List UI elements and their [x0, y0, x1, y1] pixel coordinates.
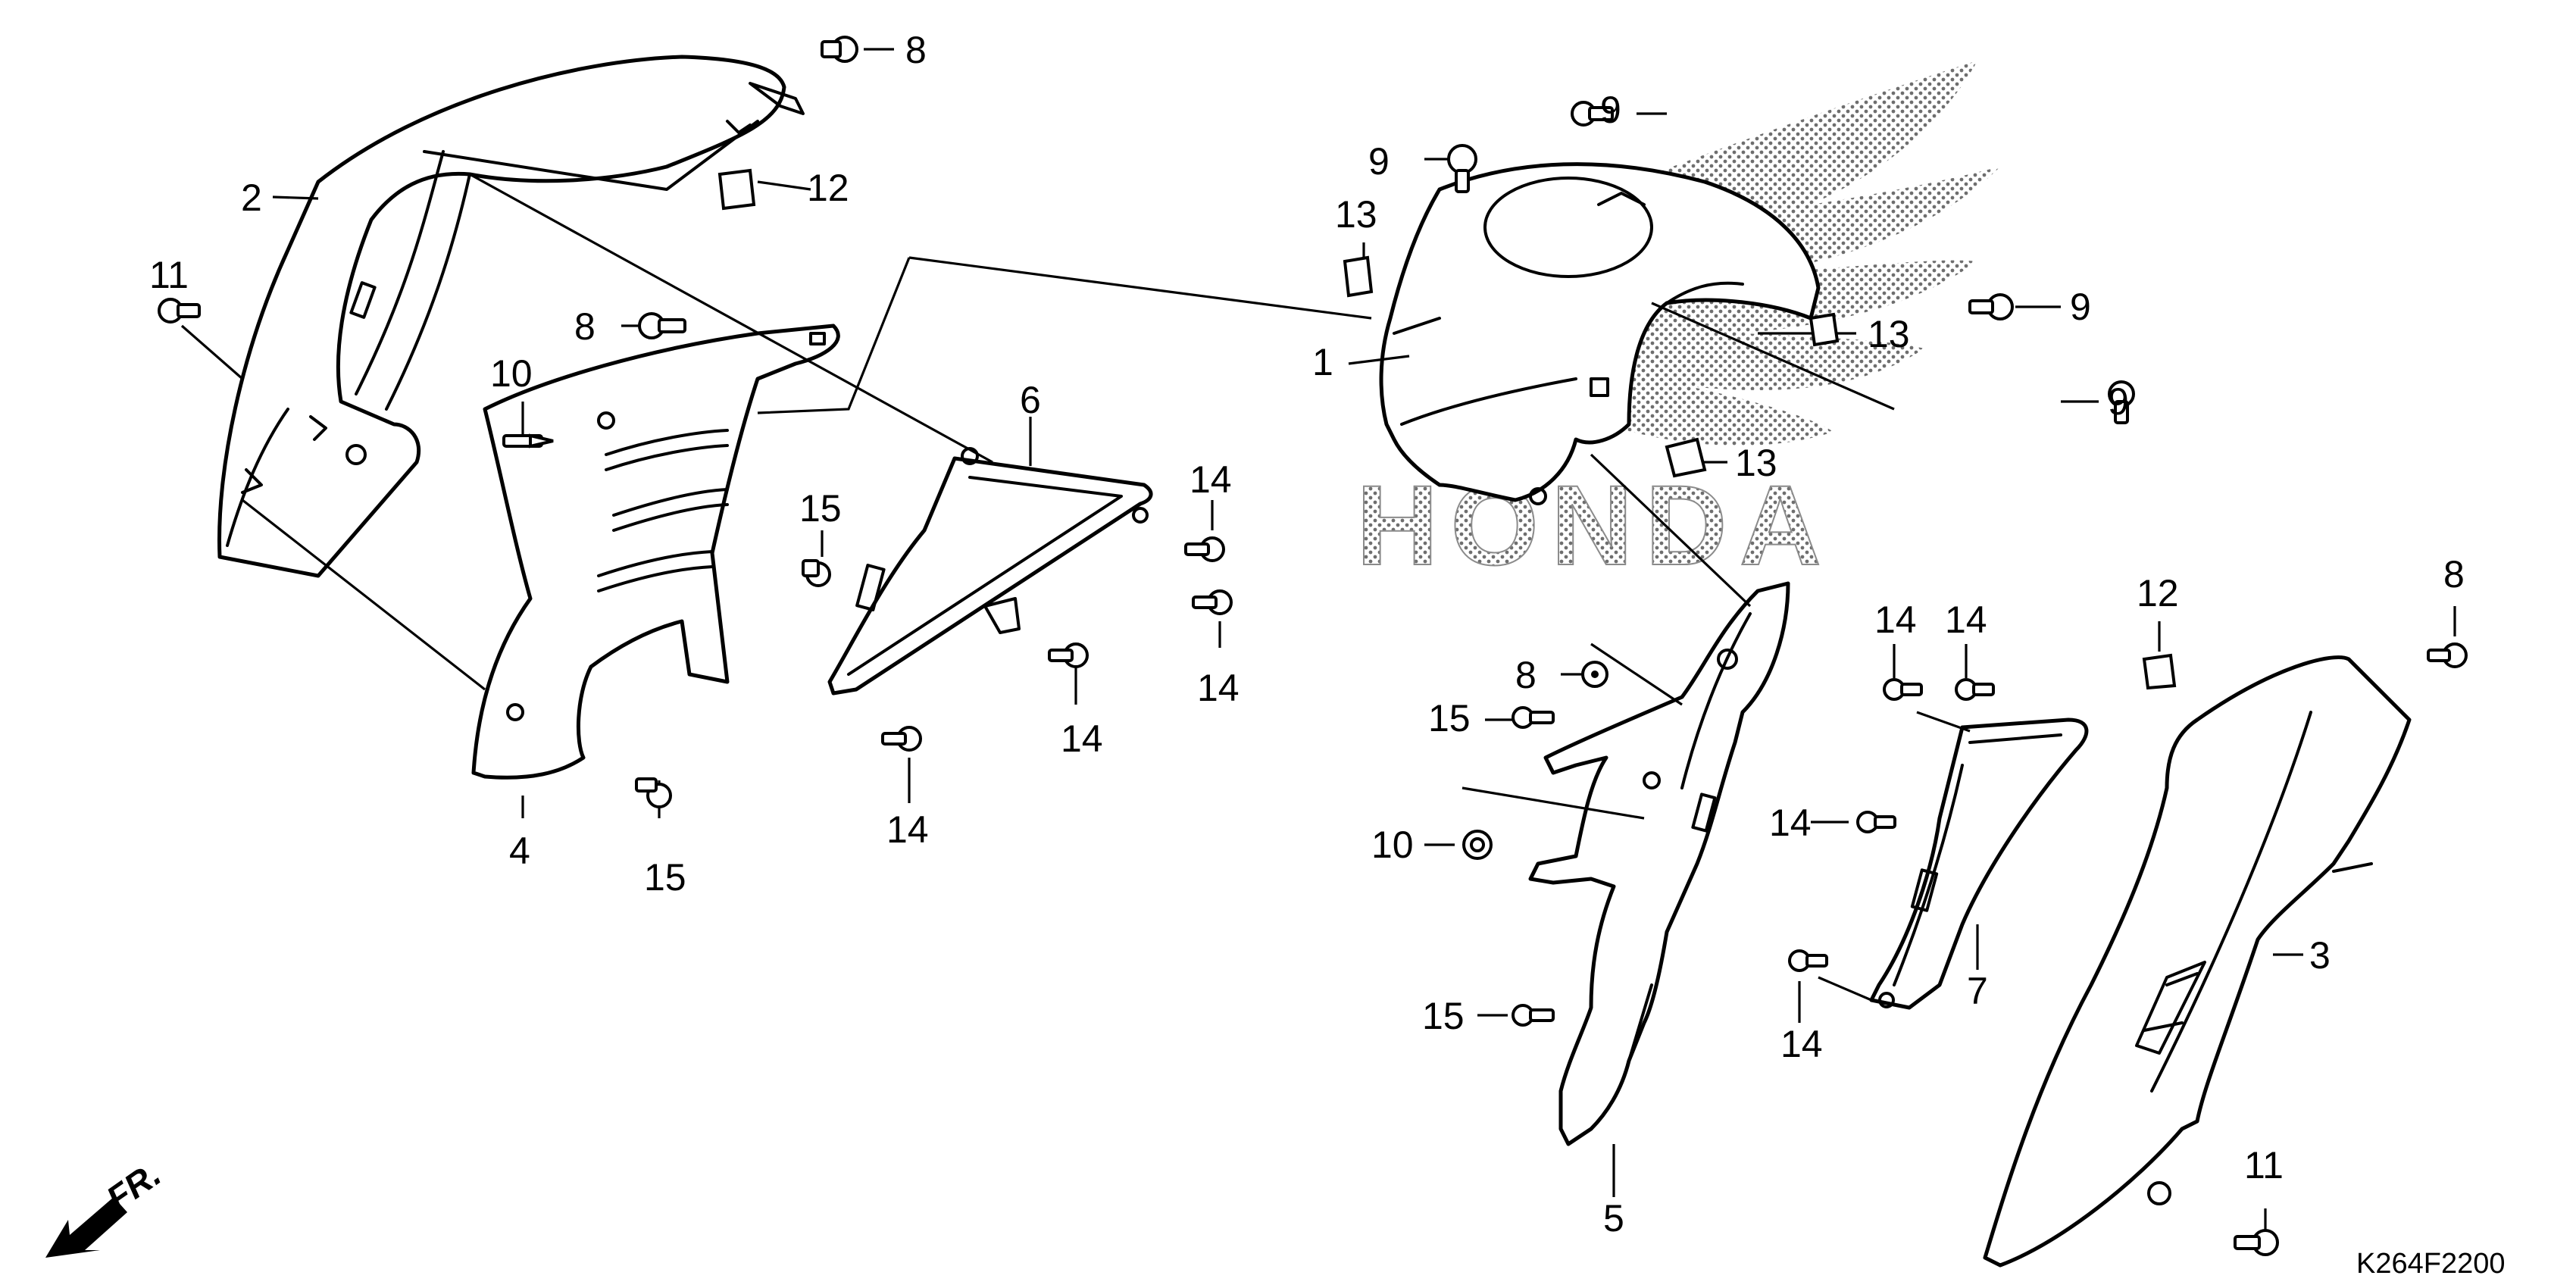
clip-13-c [1665, 437, 1707, 478]
part-7-bracket [1869, 717, 2089, 1010]
callout-11: 11 [149, 254, 189, 296]
callout-13: 13 [1335, 193, 1377, 236]
clip-12-a [717, 168, 756, 211]
callout-14: 14 [886, 808, 929, 851]
callout-14: 14 [1945, 599, 1987, 641]
part-2-front-cover [217, 55, 805, 578]
callout-14: 14 [1197, 667, 1240, 709]
clip-13-b [1809, 312, 1840, 347]
callout-2: 2 [241, 177, 262, 219]
bolt-14-d [881, 726, 922, 752]
callout-14: 14 [1061, 717, 1103, 760]
callout-9: 9 [2070, 286, 2091, 328]
callout-10: 10 [490, 352, 533, 395]
bolt-14-c [1048, 642, 1089, 668]
nut-10-b [1462, 830, 1493, 860]
bolt-15-b [635, 777, 672, 808]
bolt-14-e [1883, 678, 1923, 701]
callout-6: 6 [1020, 379, 1041, 421]
callout-10: 10 [1371, 824, 1414, 866]
callout-14: 14 [1769, 802, 1812, 844]
bolt-8-d [2427, 642, 2468, 668]
bolt-14-b [1192, 589, 1233, 615]
bolt-14-f [1955, 678, 1995, 701]
leader-lines [180, 48, 2456, 1231]
bolt-14-a [1184, 536, 1225, 562]
part-3-side-cover [1983, 655, 2412, 1268]
callout-5: 5 [1603, 1197, 1624, 1240]
callout-15: 15 [1422, 995, 1465, 1037]
clip-12-b [2142, 653, 2177, 690]
bolt-9-c [1968, 293, 2014, 320]
callout-8: 8 [2443, 553, 2465, 596]
front-direction-arrow: FR. [45, 1154, 167, 1258]
callout-15: 15 [644, 856, 686, 899]
bolt-14-g [1856, 811, 1896, 833]
clip-13-a [1343, 255, 1374, 298]
callout-15: 15 [799, 487, 842, 530]
bolt-14-h [1788, 949, 1828, 972]
nut-8-c [1581, 661, 1608, 688]
bolt-15-d [1512, 1004, 1555, 1027]
callout-15: 15 [1428, 697, 1471, 739]
diagram-code: K264F2200 [2356, 1248, 2506, 1280]
callout-9: 9 [1368, 140, 1390, 183]
part-1-tank-cover [1379, 162, 1821, 505]
bolt-11-b [2234, 1229, 2279, 1256]
bolt-8-b [638, 312, 686, 339]
callout-8: 8 [1515, 654, 1537, 696]
callout-11: 11 [2244, 1144, 2284, 1186]
bolt-9-b [1447, 144, 1477, 193]
part-4-side-cover [471, 324, 840, 780]
fasteners [158, 36, 2468, 1256]
part-6-bracket [827, 447, 1153, 696]
callout-12: 12 [807, 167, 849, 209]
bolt-9-a [1571, 101, 1614, 127]
callout-13: 13 [1735, 442, 1777, 484]
callout-7: 7 [1967, 970, 1988, 1012]
bolt-15-c [1512, 706, 1555, 729]
callout-8: 8 [905, 29, 927, 71]
callout-8: 8 [574, 305, 596, 348]
arrow-icon [45, 1197, 127, 1258]
callout-4: 4 [509, 830, 530, 872]
bolt-8-a [821, 36, 858, 63]
callout-9: 9 [1600, 89, 1621, 131]
callout-14: 14 [1780, 1023, 1823, 1065]
screw-10-a [502, 433, 554, 449]
bolt-11-a [158, 298, 201, 324]
callout-9: 9 [2108, 380, 2129, 423]
callout-14: 14 [1190, 458, 1232, 501]
callout-labels: 8 12 2 11 8 10 15 6 14 14 14 14 4 15 9 9… [149, 29, 2465, 1240]
part-5-side-bracket [1528, 581, 1790, 1146]
bolt-9-d [2108, 380, 2135, 424]
callout-3: 3 [2309, 934, 2331, 977]
callout-1: 1 [1312, 341, 1333, 383]
callout-13: 13 [1868, 313, 1910, 355]
callout-14: 14 [1874, 599, 1917, 641]
bolt-15-a [802, 559, 831, 587]
callout-12: 12 [2137, 572, 2179, 614]
